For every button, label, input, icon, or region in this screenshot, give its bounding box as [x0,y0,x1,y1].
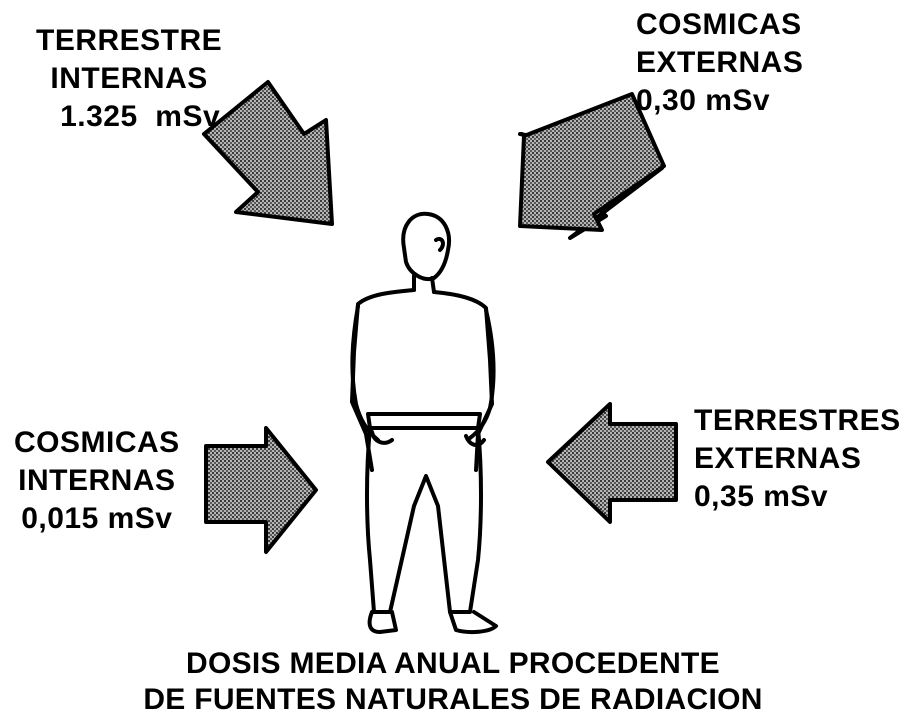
label-terrestre-internas-line1: TERRESTRE [36,24,223,57]
label-terrestre-internas-dose: 1.325 mSv [60,100,221,133]
arrow-terrestre-internas [202,80,334,226]
arrow-terrestres-externas [546,402,678,524]
label-cosmicas-internas-line2: INTERNAS [18,464,176,497]
label-terrestre-internas: TERRESTRE INTERNAS 1.325 mSv [36,22,222,136]
label-terrestres-externas-dose: 0,35 mSv [694,480,829,513]
caption-line1: DOSIS MEDIA ANUAL PROCEDENTE [185,647,720,680]
label-cosmicas-internas-line1: COSMICAS [14,426,180,459]
label-cosmicas-externas-line2: EXTERNAS [636,46,804,79]
label-cosmicas-internas-dose: 0,015 mSv [21,502,173,535]
diagram-caption: DOSIS MEDIA ANUAL PROCEDENTE DE FUENTES … [0,646,906,718]
label-terrestres-externas-line2: EXTERNAS [694,442,862,475]
person-figure [350,211,498,635]
label-cosmicas-externas: COSMICAS EXTERNAS 0,30 mSv [636,6,803,120]
caption-line2: DE FUENTES NATURALES DE RADIACION [143,683,763,716]
label-terrestres-externas: TERRESTRES EXTERNAS 0,35 mSv [694,402,901,516]
arrow-cosmicas-externas-body [518,92,666,232]
arrow-cosmicas-internas [204,426,318,554]
label-cosmicas-externas-dose: 0,30 mSv [636,84,771,117]
label-cosmicas-externas-line1: COSMICAS [636,8,802,41]
label-terrestre-internas-line2: INTERNAS [50,62,208,95]
label-terrestres-externas-line1: TERRESTRES [694,404,901,437]
label-cosmicas-internas: COSMICAS INTERNAS 0,015 mSv [14,424,180,538]
